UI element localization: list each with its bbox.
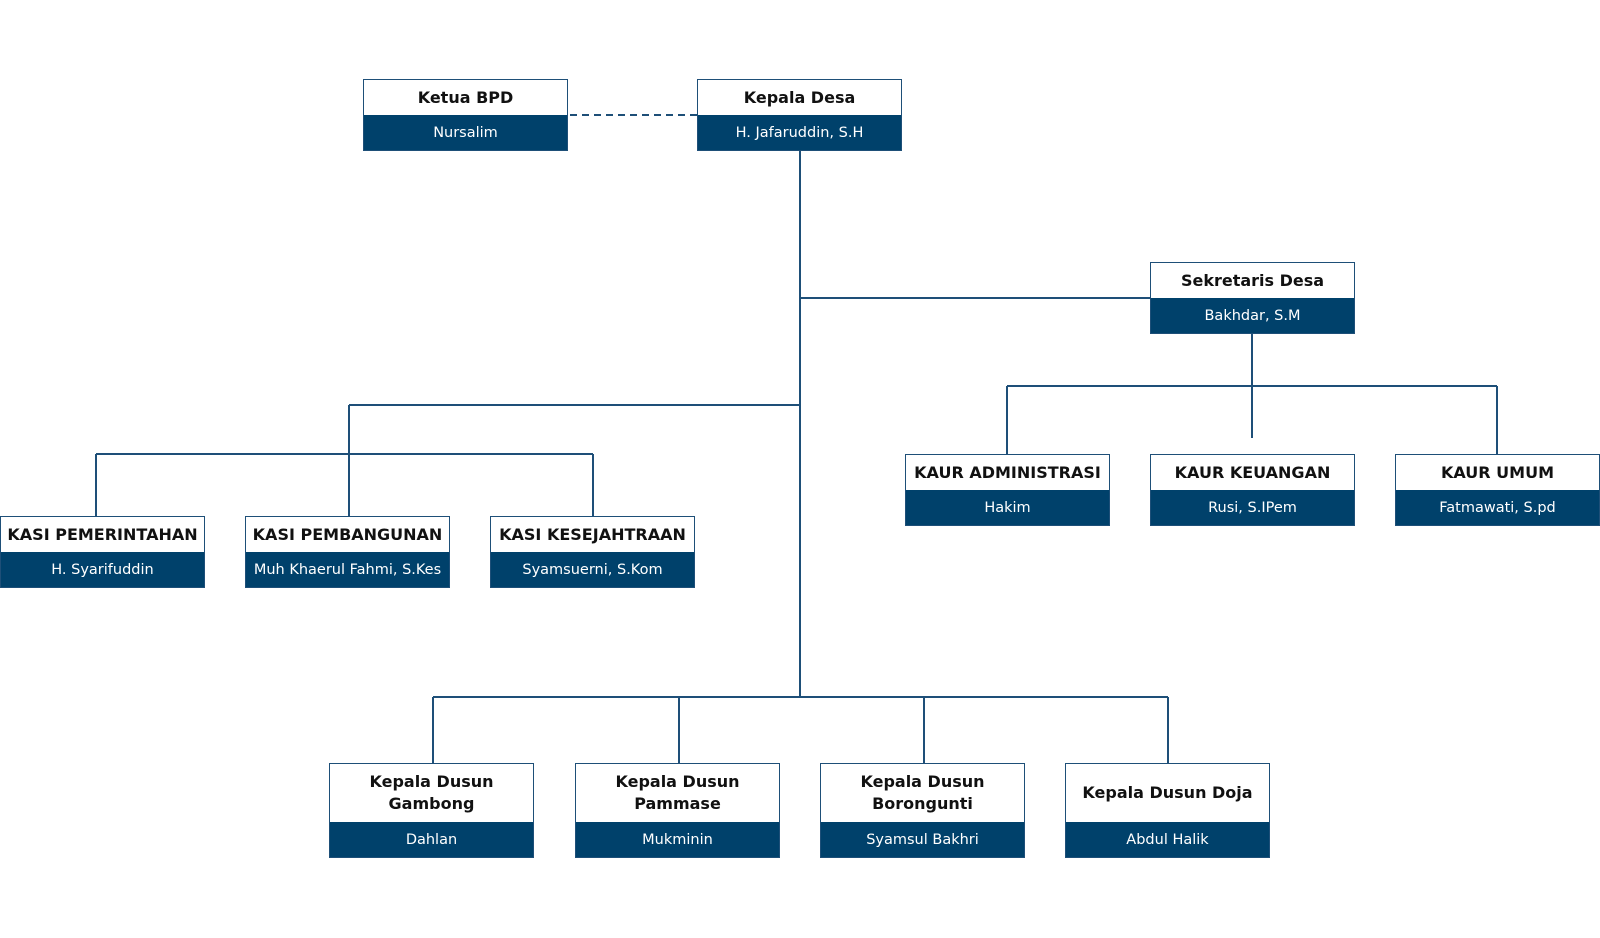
- person-name: Mukminin: [576, 822, 779, 857]
- role-label: Kepala Dusun Pammase: [615, 772, 740, 813]
- role-label: Kepala Dusun Gambong: [369, 772, 494, 813]
- node-kaur-keuangan: KAUR KEUANGAN Rusi, S.IPem: [1150, 454, 1355, 526]
- node-kasi-pembangunan: KASI PEMBANGUNAN Muh Khaerul Fahmi, S.Ke…: [245, 516, 450, 588]
- role-label: Kepala Desa: [743, 88, 856, 107]
- person-name: Fatmawati, S.pd: [1396, 490, 1599, 525]
- role-label: Kepala Dusun Borongunti: [860, 772, 985, 813]
- node-kasi-pemerintahan: KASI PEMERINTAHAN H. Syarifuddin: [0, 516, 205, 588]
- role-label: KAUR UMUM: [1441, 463, 1554, 482]
- person-name: Muh Khaerul Fahmi, S.Kes: [246, 552, 449, 587]
- person-name: Syamsul Bakhri: [821, 822, 1024, 857]
- person-name: Dahlan: [330, 822, 533, 857]
- node-kaur-administrasi: KAUR ADMINISTRASI Hakim: [905, 454, 1110, 526]
- person-name: Nursalim: [364, 115, 567, 150]
- person-name: Hakim: [906, 490, 1109, 525]
- person-name: Abdul Halik: [1066, 822, 1269, 857]
- role-label: KASI KESEJAHTRAAN: [499, 525, 686, 544]
- person-name: Syamsuerni, S.Kom: [491, 552, 694, 587]
- person-name: Bakhdar, S.M: [1151, 298, 1354, 333]
- node-ketua-bpd: Ketua BPD Nursalim: [363, 79, 568, 151]
- node-kepala-dusun-borongunti: Kepala Dusun Borongunti Syamsul Bakhri: [820, 763, 1025, 858]
- role-label: KAUR KEUANGAN: [1174, 463, 1331, 482]
- node-kepala-dusun-gambong: Kepala Dusun Gambong Dahlan: [329, 763, 534, 858]
- node-kaur-umum: KAUR UMUM Fatmawati, S.pd: [1395, 454, 1600, 526]
- node-kasi-kesejahtraan: KASI KESEJAHTRAAN Syamsuerni, S.Kom: [490, 516, 695, 588]
- role-label: KAUR ADMINISTRASI: [914, 463, 1101, 482]
- node-kepala-desa: Kepala Desa H. Jafaruddin, S.H: [697, 79, 902, 151]
- role-label: KASI PEMERINTAHAN: [7, 525, 198, 544]
- person-name: H. Syarifuddin: [1, 552, 204, 587]
- node-kepala-dusun-pammase: Kepala Dusun Pammase Mukminin: [575, 763, 780, 858]
- role-label: Ketua BPD: [417, 88, 514, 107]
- node-kepala-dusun-doja: Kepala Dusun Doja Abdul Halik: [1065, 763, 1270, 858]
- person-name: Rusi, S.IPem: [1151, 490, 1354, 525]
- person-name: H. Jafaruddin, S.H: [698, 115, 901, 150]
- role-label: Sekretaris Desa: [1180, 271, 1325, 290]
- role-label: KASI PEMBANGUNAN: [252, 525, 443, 544]
- role-label: Kepala Dusun Doja: [1082, 783, 1253, 802]
- node-sekretaris-desa: Sekretaris Desa Bakhdar, S.M: [1150, 262, 1355, 334]
